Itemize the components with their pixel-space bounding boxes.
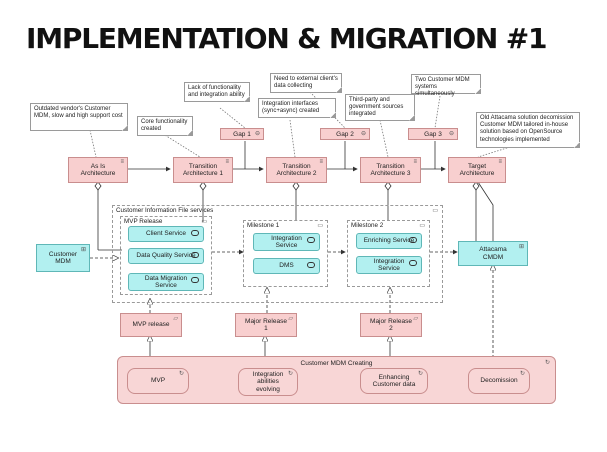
process-icon: ↻ bbox=[287, 371, 293, 377]
service-icon bbox=[307, 237, 315, 243]
group-milestone-1[interactable]: Milestone 1 ▭ bbox=[243, 220, 328, 287]
work-decomission[interactable]: Decomission↻ bbox=[468, 368, 530, 394]
system-attacama-cmdm[interactable]: Attacama CMDM⊞ bbox=[458, 241, 528, 266]
process-icon: ↻ bbox=[178, 371, 184, 377]
gap-icon: ⊖ bbox=[360, 131, 366, 137]
service-icon bbox=[307, 262, 315, 268]
plateau-icon: ≡ bbox=[413, 159, 417, 165]
system-customer-mdm[interactable]: Customer MDM⊞ bbox=[36, 244, 90, 272]
deliverable-icon: ▱ bbox=[288, 316, 293, 322]
group-cif-services[interactable]: Customer Information File services ▭ bbox=[112, 205, 443, 303]
plateau-icon: ≡ bbox=[225, 159, 229, 165]
folder-icon: ▭ bbox=[432, 208, 438, 214]
service-integration-2[interactable]: Integration Service bbox=[356, 256, 422, 274]
gap-1[interactable]: Gap 1⊖ bbox=[220, 128, 264, 140]
deliverable-icon: ▱ bbox=[173, 316, 178, 322]
service-icon bbox=[191, 230, 199, 236]
note-gap3: Two Customer MDM systems simultaneously bbox=[411, 74, 481, 97]
plateau-icon: ≡ bbox=[498, 159, 502, 165]
service-dms[interactable]: DMS bbox=[253, 258, 320, 274]
note-as-is: Outdated vendor's Customer MDM, slow and… bbox=[30, 103, 128, 131]
work-enhancing-customer-data[interactable]: Enhancing Customer data↻ bbox=[360, 368, 428, 394]
gap-1-label: Gap 1 bbox=[233, 130, 251, 138]
page-title: IMPLEMENTATION & MIGRATION #1 bbox=[26, 22, 547, 55]
service-integration-1[interactable]: Integration Service bbox=[253, 233, 320, 251]
plateau-transition-2[interactable]: Transition Architecture 2≡ bbox=[266, 157, 327, 183]
note-t3: Third-party and government sources integ… bbox=[345, 94, 415, 121]
group-label: Milestone 1 bbox=[247, 222, 280, 229]
gap-3-label: Gap 3 bbox=[424, 130, 442, 138]
folder-icon: ▭ bbox=[317, 223, 323, 229]
service-icon bbox=[409, 237, 417, 243]
deliverable-major-release-2[interactable]: Major Release 2▱ bbox=[360, 313, 422, 337]
group-mvp-release[interactable]: MVP Release ▭ bbox=[120, 216, 212, 295]
service-icon bbox=[191, 277, 199, 283]
work-mvp[interactable]: MVP↻ bbox=[127, 368, 189, 394]
service-data-quality[interactable]: Data Quality Service bbox=[128, 248, 204, 264]
process-icon: ↻ bbox=[519, 371, 525, 377]
gap-2-label: Gap 2 bbox=[336, 130, 354, 138]
plateau-transition-3[interactable]: Transition Architecture 3≡ bbox=[360, 157, 421, 183]
group-milestone-2[interactable]: Milestone 2 ▭ bbox=[347, 220, 430, 287]
note-gap1: Lack of functionality and integration ab… bbox=[184, 82, 250, 102]
folder-icon: ▭ bbox=[201, 219, 207, 225]
process-icon: ↻ bbox=[417, 371, 423, 377]
note-target: Old Attacama solution decomission Custom… bbox=[476, 112, 580, 148]
gap-3[interactable]: Gap 3 ⊖ bbox=[408, 128, 458, 140]
note-t2: Integration interfaces (sync+async) crea… bbox=[258, 98, 336, 118]
gap-icon: ⊖ bbox=[254, 131, 260, 137]
plateau-transition-1[interactable]: Transition Architecture 1≡ bbox=[173, 157, 233, 183]
folder-icon: ▭ bbox=[419, 223, 425, 229]
group-label: Milestone 2 bbox=[351, 222, 384, 229]
plateau-icon: ≡ bbox=[319, 159, 323, 165]
work-integration-abilities[interactable]: Integration abilities evolving↻ bbox=[238, 368, 298, 396]
gap-2[interactable]: Gap 2 ⊖ bbox=[320, 128, 370, 140]
group-label: Customer Information File services bbox=[116, 207, 214, 214]
plateau-as-is[interactable]: As Is Architecture≡ bbox=[68, 157, 128, 183]
service-icon bbox=[409, 260, 417, 266]
plateau-icon: ≡ bbox=[120, 159, 124, 165]
group-label: MVP Release bbox=[124, 218, 163, 225]
service-icon bbox=[191, 252, 199, 258]
component-icon: ⊞ bbox=[80, 247, 86, 253]
service-client[interactable]: Client Service bbox=[128, 226, 204, 242]
note-t1: Core functionality created bbox=[137, 116, 193, 136]
service-enriching[interactable]: Enriching Service bbox=[356, 233, 422, 249]
plateau-target[interactable]: Target Architecture≡ bbox=[448, 157, 506, 183]
deliverable-icon: ▱ bbox=[413, 316, 418, 322]
gap-icon: ⊖ bbox=[448, 131, 454, 137]
deliverable-mvp-release[interactable]: MVP release▱ bbox=[120, 313, 182, 337]
group-label: Customer MDM Creating bbox=[300, 360, 373, 367]
note-gap2: Need to external client's data collectin… bbox=[270, 73, 342, 93]
deliverable-major-release-1[interactable]: Major Release 1▱ bbox=[235, 313, 297, 337]
service-data-migration[interactable]: Data Migration Service bbox=[128, 273, 204, 291]
process-icon: ↻ bbox=[544, 360, 550, 366]
component-icon: ⊞ bbox=[518, 244, 524, 250]
